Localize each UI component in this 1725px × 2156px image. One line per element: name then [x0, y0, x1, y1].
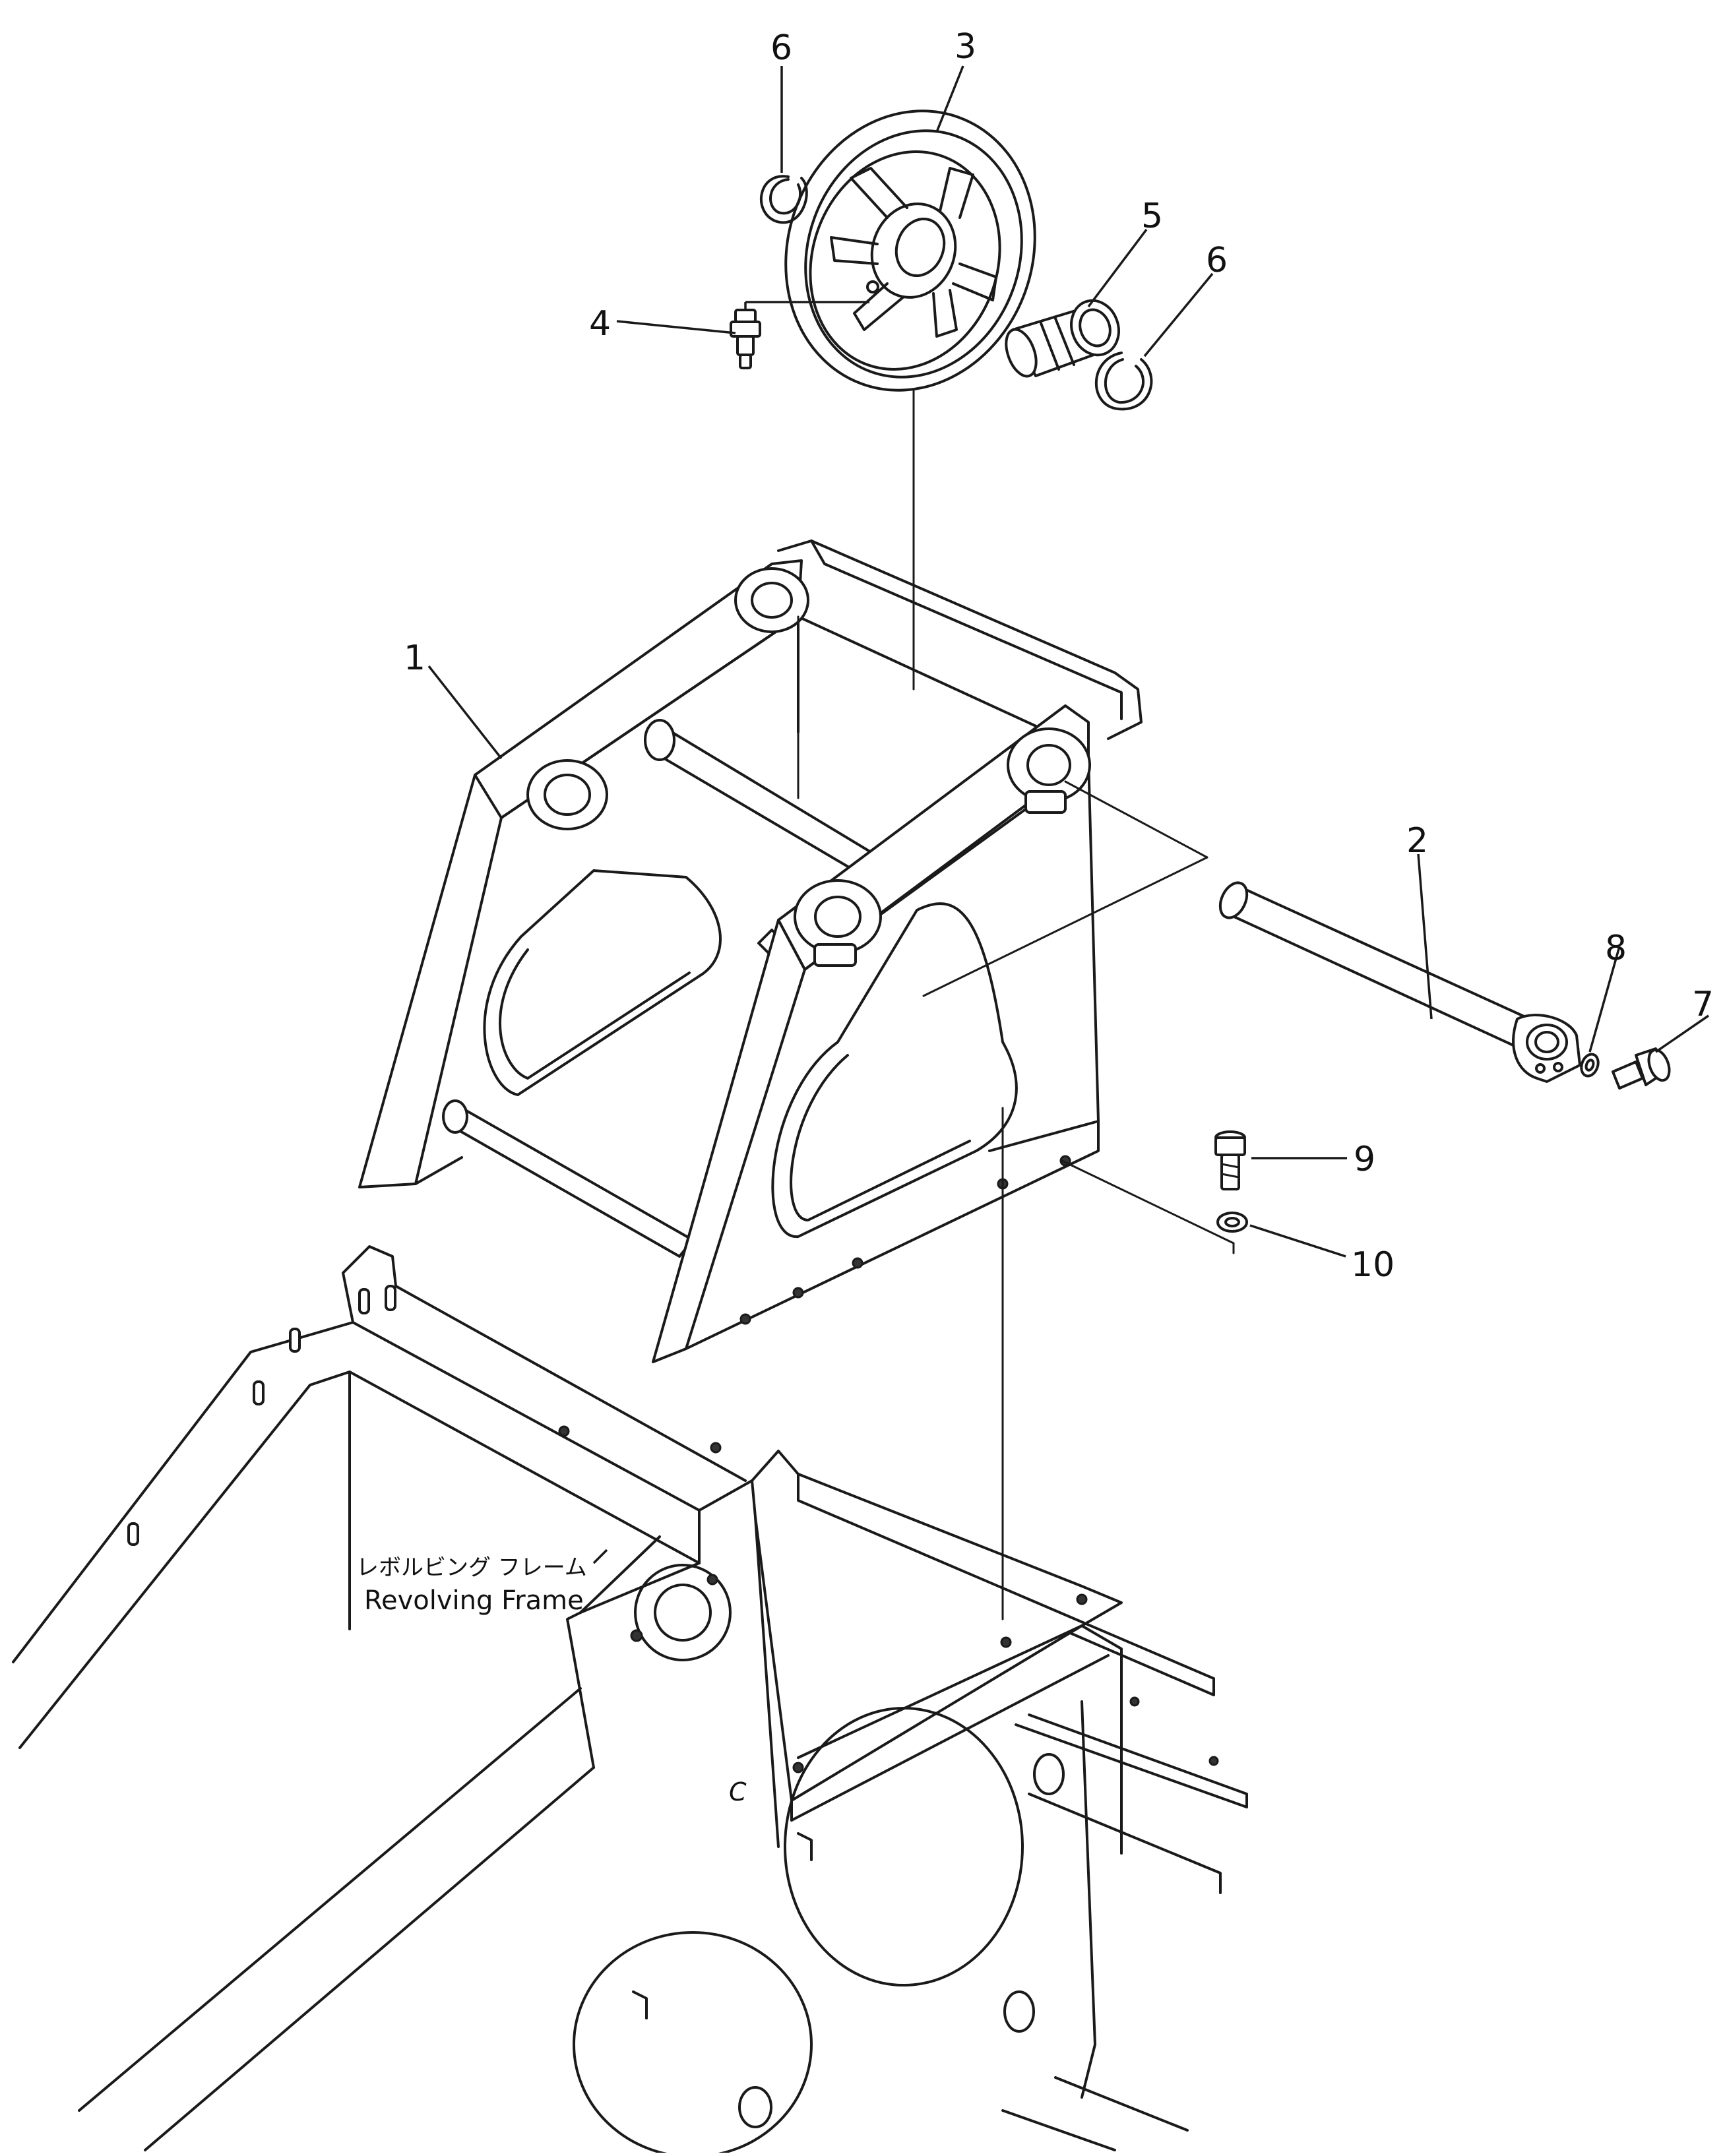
assembly-lines: [797, 385, 1235, 1620]
callout-7: 7: [1692, 985, 1714, 1024]
lock-washer-8: [1580, 1053, 1600, 1078]
washer-10: [1216, 1212, 1248, 1233]
callout-3: 3: [955, 27, 976, 67]
callout-8: 8: [1605, 929, 1627, 968]
bolt-7: [1612, 1047, 1671, 1090]
callout-1: 1: [404, 638, 425, 678]
grease-fitting: [730, 301, 869, 369]
leader-lines: [427, 65, 1709, 1258]
sheave: [784, 109, 1036, 392]
pin: [1218, 881, 1581, 1083]
bracket-frame: [358, 539, 1143, 1363]
callout-9: 9: [1354, 1140, 1375, 1179]
frame-mark: C: [729, 1777, 747, 1806]
snap-ring-upper: [760, 175, 808, 224]
snap-ring-lower: [1094, 352, 1153, 411]
callout-2: 2: [1406, 821, 1428, 861]
frame-label-english: Revolving Frame: [364, 1586, 584, 1616]
callout-numbers: 6 3 5 6 4 1 2 8 7 9 10: [404, 27, 1714, 1285]
callout-10: 10: [1351, 1245, 1395, 1285]
bolt-9: [1214, 1130, 1246, 1190]
revolving-frame: C レボルビング フレーム Revolving Frame: [12, 1245, 1248, 2156]
callout-4: 4: [589, 304, 611, 344]
callout-6-lower: 6: [1206, 241, 1228, 280]
callout-6-upper: 6: [770, 28, 792, 68]
bushing: [1005, 299, 1120, 378]
callout-5: 5: [1141, 197, 1163, 236]
frame-label-japanese: レボルビング フレーム: [356, 1555, 587, 1581]
